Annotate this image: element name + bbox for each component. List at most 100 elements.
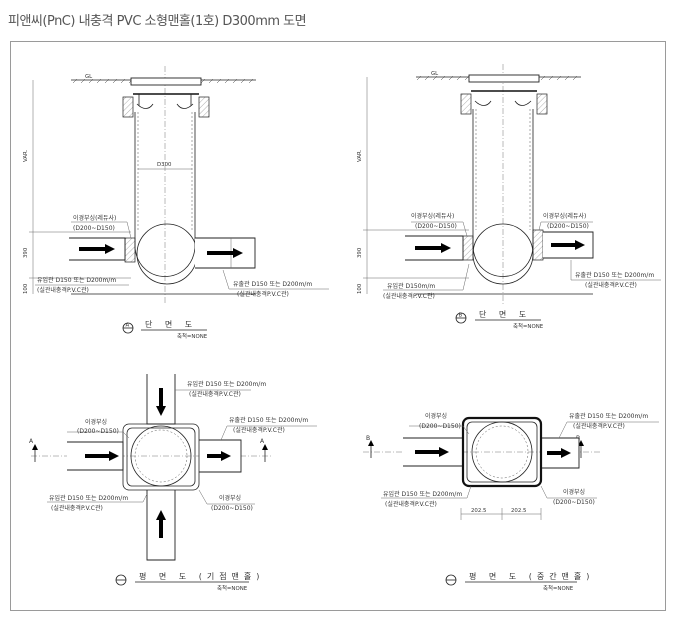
outlet-callout: 유출관 D150 또는 D200m/m (실관내충격P.V.C관) (558, 412, 659, 439)
dim-100-label: 100 (357, 283, 363, 294)
page-title: 피앤씨(PnC) 내충격 PVC 소형맨홀(1호) D300mm 도면 (8, 14, 307, 29)
section-view-b: GL (357, 64, 661, 330)
svg-text:유입관 D150 또는 D200m/m: 유입관 D150 또는 D200m/m (383, 490, 462, 498)
technical-drawing: GL D300 (23, 64, 661, 592)
flow-arrow (79, 244, 115, 254)
outlet-callout: 유출관 D150 또는 D200m/m (실관내충격P.V.C관) (222, 269, 329, 298)
manhole-body-plan (122, 423, 200, 491)
svg-text:이경부싱(레듀사): 이경부싱(레듀사) (73, 214, 116, 222)
inlet-callout: 유입관 D150m/m (실관내충격P.V.C관) (383, 263, 470, 300)
section-marker: B (459, 313, 463, 319)
plan-a-caption: 평 면 도 (기점맨홀) 축척=NONE (115, 571, 264, 592)
gl-label: GL (85, 74, 92, 80)
svg-text:(D200~D150): (D200~D150) (73, 225, 115, 232)
svg-text:(D200~D150): (D200~D150) (553, 499, 595, 506)
bottom-inlet-pipe (146, 490, 176, 561)
joint2-callout: 이경부싱 (D200~D150) (540, 485, 597, 506)
joint-left-callout: 이경부싱(레듀사) (D200~D150) (411, 212, 468, 237)
right-outlet-pipe (199, 439, 242, 473)
flow-arrow (415, 243, 451, 253)
height-dimensions: VAR. 390 100 (23, 80, 131, 294)
svg-text:(실관내충격P.V.C관): (실관내충격P.V.C관) (383, 292, 435, 300)
svg-text:평 면 도 (기점맨홀): 평 면 도 (기점맨홀) (139, 571, 264, 581)
section-marker: A (126, 323, 130, 329)
svg-text:유입관 D150 또는 D200m/m: 유입관 D150 또는 D200m/m (49, 494, 128, 502)
manhole-base (462, 223, 544, 285)
gl-label: GL (431, 71, 438, 77)
svg-text:단 면 도: 단 면 도 (145, 319, 197, 329)
svg-text:(실관내충격P.V.C관): (실관내충격P.V.C관) (585, 281, 637, 289)
svg-text:유출관 D150 또는 D200m/m: 유출관 D150 또는 D200m/m (229, 416, 308, 424)
inlet-callout: 유입관 D150 또는 D200m/m (실관내충격P.V.C관) (35, 276, 129, 294)
top-inlet-callout: 유입관 D150 또는 D200m/m (실관내충격P.V.C관) (175, 380, 266, 398)
svg-text:202.5: 202.5 (471, 508, 486, 514)
inlet-callout: 유입관 D150 또는 D200m/m (실관내충격P.V.C관) (47, 493, 148, 512)
svg-text:(D200~D150): (D200~D150) (77, 428, 119, 435)
dim-var-label: VAR. (23, 149, 29, 162)
dim-100-label: 100 (23, 283, 29, 294)
joint-callout: 이경부싱 (D200~D150) (409, 412, 470, 435)
cut-mark-left: A (29, 438, 38, 462)
riser-pipe (472, 109, 534, 230)
svg-text:(실관내충격P.V.C관): (실관내충격P.V.C관) (573, 422, 625, 430)
outlet-callout: 유출관 D150 또는 D200m/m (실관내충격P.V.C관) (220, 416, 317, 441)
svg-text:단 면 도: 단 면 도 (479, 309, 531, 319)
svg-text:이경부싱(레듀사): 이경부싱(레듀사) (411, 212, 454, 220)
flow-arrow (207, 451, 231, 461)
svg-text:B: B (366, 435, 370, 442)
svg-text:이경부싱: 이경부싱 (563, 488, 585, 496)
svg-text:(실관내충격P.V.C관): (실관내충격P.V.C관) (237, 290, 289, 298)
inlet-callout: 유입관 D150 또는 D200m/m (실관내충격P.V.C관) (381, 485, 472, 508)
dim-390-label: 390 (23, 247, 29, 258)
svg-text:202.5: 202.5 (511, 508, 526, 514)
svg-text:(실관내충격P.V.C관): (실관내충격P.V.C관) (385, 500, 437, 508)
top-inlet-pipe (146, 374, 176, 425)
svg-text:(실관내충격P.V.C관): (실관내충격P.V.C관) (189, 390, 241, 398)
right-outlet-pipe (541, 437, 580, 469)
cut-mark-right: A (260, 438, 268, 462)
section-a-caption: A 단 면 도 축척=NONE (122, 319, 208, 340)
joint-callout: 이경부싱(레듀사) (D200~D150) (71, 214, 132, 239)
height-dimensions: VAR. 390 100 (357, 77, 469, 294)
svg-text:축척=NONE: 축척=NONE (513, 322, 544, 330)
svg-text:(실관내충격P.V.C관): (실관내충격P.V.C관) (233, 426, 285, 434)
svg-text:유입관 D150 또는 D200m/m: 유입관 D150 또는 D200m/m (37, 276, 116, 284)
dim-var-label: VAR. (357, 149, 363, 162)
flow-arrow (547, 448, 571, 458)
svg-text:(실관내충격P.V.C관): (실관내충격P.V.C관) (37, 286, 89, 294)
cut-mark-left: B (366, 435, 374, 458)
manhole-body-plan (461, 416, 543, 488)
svg-text:유출관 D150 또는 D200m/m: 유출관 D150 또는 D200m/m (575, 271, 654, 279)
svg-text:축척=NONE: 축척=NONE (543, 584, 574, 592)
svg-text:축척=NONE: 축척=NONE (177, 332, 208, 340)
d300-label: D300 (157, 162, 172, 168)
section-view-a: GL D300 (23, 66, 329, 340)
svg-text:유입관 D150m/m: 유입관 D150m/m (387, 282, 435, 290)
svg-text:평 면 도 (중간맨홀): 평 면 도 (중간맨홀) (469, 571, 594, 581)
plan-view-b: B B 202.5 202.5 (363, 412, 659, 592)
flow-arrow (415, 447, 449, 457)
svg-text:(D200~D150): (D200~D150) (547, 223, 589, 230)
riser-pipe (134, 112, 196, 232)
plan-b-caption: 평 면 도 (중간맨홀) 축척=NONE (445, 571, 594, 592)
svg-text:(D200~D150): (D200~D150) (211, 505, 253, 512)
left-inlet-pipe (67, 441, 124, 471)
width-dimensions: 202.5 202.5 (460, 508, 542, 520)
svg-text:이경부싱: 이경부싱 (425, 412, 447, 420)
manhole-base (124, 223, 198, 285)
joint-right-callout: 이경부싱(레듀사) (D200~D150) (538, 212, 593, 231)
svg-text:(D200~D150): (D200~D150) (419, 423, 461, 430)
svg-text:유출관 D150 또는 D200m/m: 유출관 D150 또는 D200m/m (569, 412, 648, 420)
svg-text:(실관내충격P.V.C관): (실관내충격P.V.C관) (51, 504, 103, 512)
flow-arrow (207, 248, 243, 258)
outlet-pipe-a (195, 237, 256, 269)
svg-text:유입관 D150 또는 D200m/m: 유입관 D150 또는 D200m/m (187, 380, 266, 388)
plan-view-a: A A (29, 374, 317, 592)
flow-arrow (156, 388, 166, 416)
svg-text:축척=NONE: 축척=NONE (217, 584, 248, 592)
svg-text:유출관 D150 또는 D200m/m: 유출관 D150 또는 D200m/m (233, 280, 312, 288)
svg-text:이경부싱: 이경부싱 (219, 494, 241, 502)
joint2-callout: 이경부싱 (D200~D150) (198, 489, 255, 512)
svg-text:(D200~D150): (D200~D150) (415, 223, 457, 230)
svg-text:A: A (29, 438, 34, 445)
